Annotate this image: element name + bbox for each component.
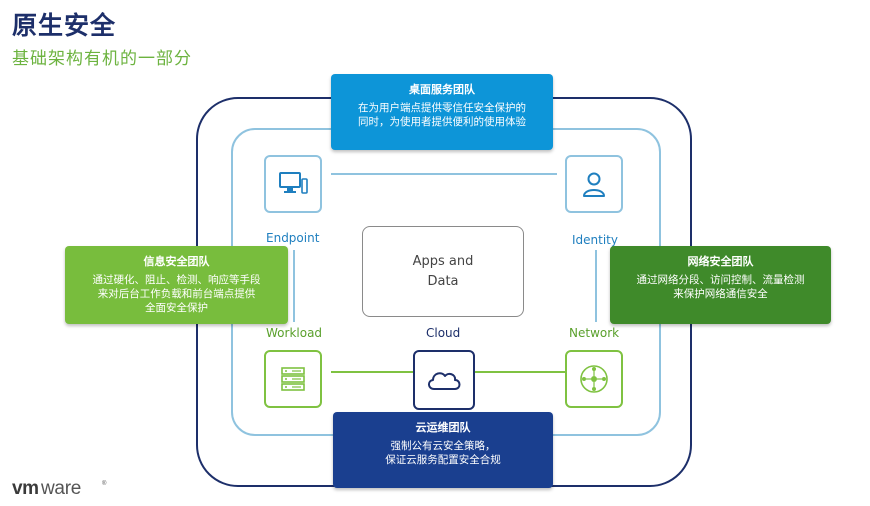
cloud-ops-team-callout: 云运维团队 强制公有云安全策略， 保证云服务配置安全合规 <box>333 412 553 488</box>
center-line-2: Data <box>427 273 459 289</box>
connector-left <box>293 250 295 322</box>
netsec-team-callout: 网络安全团队 通过网络分段、访问控制、流量检测 来保护网络通信安全 <box>610 246 831 324</box>
callout-title: 云运维团队 <box>415 421 471 434</box>
connector-top <box>331 173 557 175</box>
page-title: 原生安全 <box>12 11 117 40</box>
cloud-icon <box>428 372 461 390</box>
callout-line: 强制公有云安全策略， <box>390 440 496 452</box>
infosec-team-callout: 信息安全团队 通过硬化、阻止、检测、响应等手段 来对后台工作负载和前台端点提供 … <box>65 246 288 324</box>
desktop-team-callout: 桌面服务团队 在为用户端点提供零信任安全保护的 同时，为使用者提供便利的使用体验 <box>331 74 553 150</box>
callout-line: 来保护网络通信安全 <box>673 288 768 300</box>
network-icon <box>580 365 608 393</box>
workload-node <box>264 350 322 408</box>
connector-right <box>595 250 597 322</box>
network-label: Network <box>569 326 620 340</box>
server-icon <box>281 367 305 391</box>
svg-text:vm: vm <box>12 478 38 499</box>
callout-line: 全面安全保护 <box>145 302 208 314</box>
callout-title: 信息安全团队 <box>143 255 210 268</box>
endpoint-node <box>264 155 322 213</box>
connector-bottom-right <box>475 371 565 373</box>
callout-line: 同时，为使用者提供便利的使用体验 <box>358 116 526 128</box>
svg-text:ware: ware <box>40 478 81 499</box>
callout-line: 保证云服务配置安全合规 <box>385 454 501 466</box>
user-icon <box>583 172 605 197</box>
vmware-logo: vm ware ® <box>12 478 107 499</box>
page-subtitle: 基础架构有机的一部分 <box>12 49 192 69</box>
callout-line: 在为用户端点提供零信任安全保护的 <box>358 102 526 114</box>
cloud-node <box>413 350 475 410</box>
workload-label: Workload <box>266 326 323 340</box>
apps-data-box: Apps and Data <box>362 226 524 317</box>
callout-line: 来对后台工作负载和前台端点提供 <box>97 288 256 300</box>
network-node <box>565 350 623 408</box>
callout-title: 桌面服务团队 <box>409 83 475 96</box>
identity-node <box>565 155 623 213</box>
callout-line: 通过网络分段、访问控制、流量检测 <box>636 274 805 286</box>
connector-bottom-left <box>331 371 413 373</box>
desktop-icon <box>279 172 308 194</box>
identity-label: Identity <box>572 233 618 247</box>
endpoint-label: Endpoint <box>266 231 320 245</box>
callout-line: 通过硬化、阻止、检测、响应等手段 <box>92 274 261 286</box>
svg-text:®: ® <box>102 480 107 487</box>
cloud-label: Cloud <box>426 326 461 340</box>
center-line-1: Apps and <box>412 253 474 269</box>
callout-title: 网络安全团队 <box>687 255 754 268</box>
